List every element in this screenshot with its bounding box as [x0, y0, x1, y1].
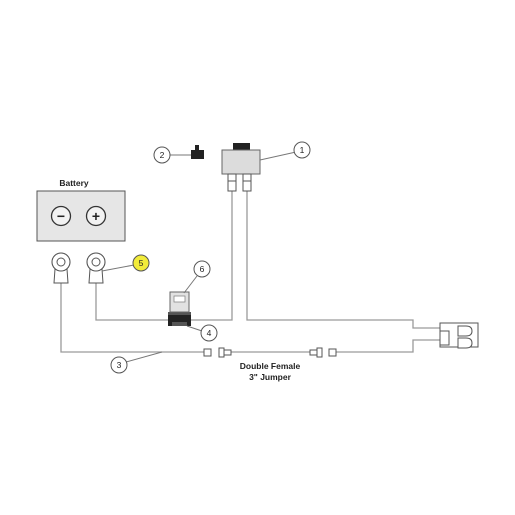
- wire-jumper-to-connector: [336, 339, 440, 353]
- callout-4-label: 4: [207, 328, 212, 338]
- callout-3-label: 3: [117, 360, 122, 370]
- positive-ring-terminal: [86, 252, 106, 284]
- jumper-label-line2: 3" Jumper: [249, 372, 292, 382]
- jumper-label-line1: Double Female: [240, 361, 301, 371]
- switch-boot: [191, 145, 204, 159]
- jumper-connector-left: [203, 347, 232, 358]
- positive-terminal: [85, 205, 107, 227]
- callout-6: [193, 260, 211, 278]
- wire-switch-to-connector: [246, 191, 440, 329]
- positive-symbol: +: [92, 208, 100, 224]
- battery-label: Battery: [59, 178, 89, 188]
- negative-ring-terminal: [51, 252, 71, 284]
- callout-3: [110, 356, 128, 374]
- callouts: 1 2 3 4 5 6: [101, 141, 311, 374]
- callout-2-label: 2: [160, 150, 165, 160]
- jumper-label: Double Female 3" Jumper: [240, 361, 301, 382]
- wire-switch-to-fuse: [191, 191, 233, 321]
- callout-4: [200, 324, 218, 342]
- negative-symbol: −: [57, 208, 65, 224]
- callout-5: [132, 254, 150, 272]
- callout-2: [153, 146, 171, 164]
- wire-positive-to-fuse: [95, 283, 168, 321]
- battery-body: [36, 190, 126, 242]
- battery: Battery − +: [36, 178, 126, 242]
- callout-1-label: 1: [300, 145, 305, 155]
- negative-terminal: [50, 205, 72, 227]
- light-harness-connector: [439, 322, 479, 349]
- fuse: [169, 291, 190, 313]
- wire-negative-ground: [60, 283, 204, 353]
- fuse-holder: [168, 312, 191, 326]
- callout-1: [293, 141, 311, 159]
- jumper-connector-right: [309, 347, 337, 358]
- callout-6-label: 6: [200, 264, 205, 274]
- callout-5-label: 5: [139, 258, 144, 268]
- wires: [60, 191, 440, 353]
- rocker-switch: [221, 143, 261, 192]
